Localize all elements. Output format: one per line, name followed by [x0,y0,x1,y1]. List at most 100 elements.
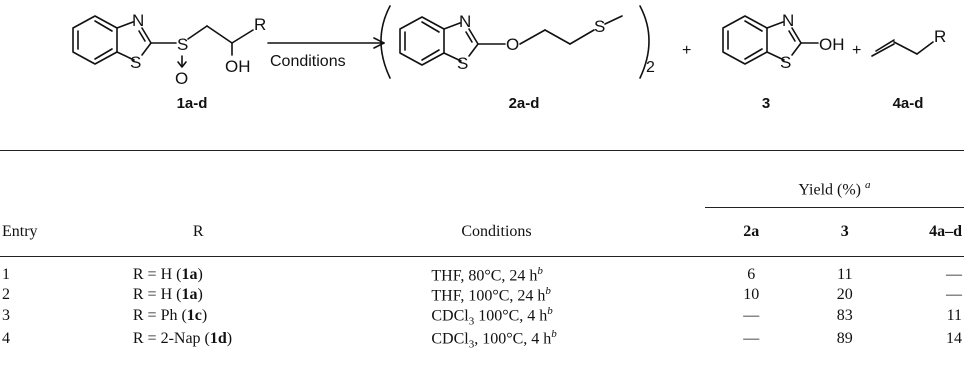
yield-header-text: Yield (%) [798,181,862,199]
col-header-4: 4a–d [891,207,964,257]
benzothiazole-ring-1 [72,15,152,65]
atom-r-4: R [934,27,946,46]
right-parenthesis [639,5,650,79]
benzothiazole-ring-2 [399,16,479,66]
cell-yield-4: — [946,285,962,303]
cell-yield-2a: 6 [747,265,756,283]
reaction-scheme: N S S O R OH Conditions N S O S 2 + N S … [72,5,946,112]
footnote-mark: b [551,327,557,340]
cell-yield-2a: — [743,307,760,325]
cell-yield-2a: 10 [743,285,760,303]
conditions-rest: 100°C, 4 h [474,307,548,325]
table-top-rule [0,150,964,171]
cell-yield-4: — [946,265,962,283]
col-header-2a: 2a [704,207,798,257]
yield-group-header: Yield (%) a [704,171,964,208]
table-row: 1 R = H (1a) THF, 80°C, 24 hb 6 11 — [0,256,964,285]
r-prefix: R = H ( [132,285,182,303]
r-prefix: R = Ph ( [132,307,187,325]
cell-conditions: CDCl3, 100°C, 4 hb [393,328,705,351]
plus-sign-1: + [682,42,691,59]
cell-yield-3: 83 [836,307,853,325]
cell-entry: 2 [2,285,10,303]
cell-r: R = 2-Nap (1d) [81,328,394,351]
cell-yield-3: 20 [836,285,853,303]
subscript-2: 2 [646,59,655,76]
benzothiazole-ring-3 [722,15,819,65]
conditions-subscript: 3 [468,315,475,328]
conditions-main: THF, 100°C, 24 h [431,287,546,305]
footnote-mark: b [545,284,551,297]
conditions-footnote: b [545,285,551,297]
compound-label-3: 3 [762,95,770,112]
r-suffix: ) [197,265,203,283]
cell-yield-4: 11 [946,307,962,325]
alkene-4 [871,39,934,57]
atom-r-1: R [254,15,266,34]
column-header-row: Entry R Conditions 2a 3 4a–d [0,207,964,257]
cell-conditions: CDCl3 100°C, 4 hb [393,305,705,328]
cell-r: R = H (1a) [81,285,394,305]
compound-label-1: 1a-d [177,95,208,112]
side-chain-2 [477,15,623,45]
atom-s-ring-1: S [130,53,141,72]
atom-o-sulfoxide-1: O [175,69,188,88]
atom-n-1: N [132,11,144,30]
cell-r: R = Ph (1c) [81,305,394,328]
r-suffix: ) [226,329,233,347]
r-compound: 1c [186,307,202,325]
compound-label-4: 4a-d [893,95,924,112]
cell-yield-4: 14 [946,329,962,347]
cell-entry: 3 [2,307,10,325]
atom-s-sulfoxide-1: S [177,35,188,54]
conditions-main: CDCl [431,307,469,325]
cell-conditions: THF, 100°C, 24 hb [393,285,705,305]
conditions-subscript: 3 [468,338,475,351]
r-prefix: R = H ( [132,265,182,283]
footnote-mark: b [547,305,553,318]
cell-yield-2a: — [743,329,760,347]
col-header-3: 3 [797,207,892,257]
footnote-mark: b [537,264,543,277]
atom-n-2: N [459,12,471,31]
side-chain-1 [150,25,254,68]
col-header-conditions: Conditions [393,207,705,257]
col-header-r: R [80,207,394,257]
reaction-arrow [267,37,385,49]
r-compound: 1d [209,329,227,347]
left-parenthesis [380,5,391,79]
yield-table: Yield (%) a Entry R Conditions 2a 3 4a–d… [0,150,964,350]
cell-conditions: THF, 80°C, 24 hb [393,256,705,285]
r-compound: 1a [181,265,198,283]
atom-n-3: N [782,11,794,30]
atom-s-ring-2: S [457,54,468,73]
cell-yield-3: 11 [837,265,853,283]
conditions-footnote: b [551,328,557,340]
conditions-footnote: b [547,305,553,317]
conditions-rest: , 100°C, 4 h [474,330,552,347]
r-compound: 1a [181,285,198,303]
atom-oh-3: OH [819,35,845,54]
atom-s-chain-2: S [594,17,605,36]
col-header-entry: Entry [0,207,81,257]
compound-label-2: 2a-d [509,95,540,112]
conditions-main: THF, 80°C, 24 h [431,266,538,284]
atom-s-ring-3: S [780,53,791,72]
yield-footnote-mark: a [865,178,871,191]
cell-yield-3: 89 [836,329,853,347]
plus-sign-2: + [852,42,861,59]
atom-o-2: O [506,35,519,54]
conditions-footnote: b [537,265,543,277]
yield-header-row: Yield (%) a [0,171,964,208]
cell-entry: 1 [2,265,10,283]
conditions-label: Conditions [270,53,346,70]
r-suffix: ) [201,307,208,325]
r-prefix: R = 2-Nap ( [132,329,210,347]
conditions-main: CDCl [431,330,469,347]
cell-entry: 4 [2,329,10,347]
atom-oh-1: OH [225,57,251,76]
